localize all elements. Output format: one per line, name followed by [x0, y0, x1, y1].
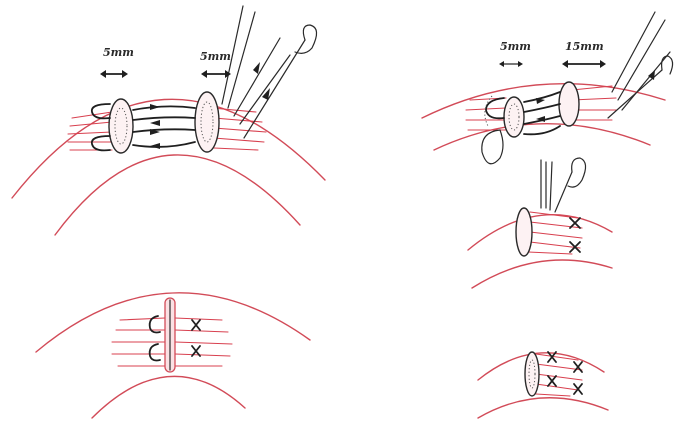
outer-arc: [12, 99, 325, 198]
inner-arc: [478, 398, 608, 418]
knot-marks: [192, 320, 200, 356]
left-stump-hatching: [466, 98, 506, 130]
inner-arc: [92, 376, 245, 418]
inner-arc: [434, 124, 650, 150]
panel-middle-right: [468, 158, 612, 288]
left-stump: [504, 97, 524, 137]
suture-threads: [608, 12, 673, 118]
right-stump-hatching: [212, 108, 266, 150]
stump: [525, 352, 539, 396]
panel-bottom-right: [478, 352, 608, 418]
label-right-gap: 5mm: [200, 50, 231, 63]
panel-top-left: 5mm 5mm: [12, 6, 325, 235]
outer-arc: [478, 353, 604, 380]
stump-hatching: [536, 354, 582, 396]
label-left-gap: 5mm: [500, 40, 531, 53]
sutures: [92, 104, 195, 150]
gap-arrows: [100, 70, 231, 78]
suture-threads: [222, 6, 317, 138]
gap-arrows: [499, 60, 606, 68]
inner-arc: [472, 260, 612, 288]
suture-threads: [541, 158, 586, 212]
outer-arc: [468, 215, 612, 250]
label-left-gap: 5mm: [103, 46, 134, 59]
panel-bottom-left: [36, 293, 310, 418]
right-stump: [559, 82, 579, 126]
panel-top-right: 5mm 15mm: [422, 12, 673, 164]
right-stump: [195, 92, 219, 152]
outer-arc: [422, 84, 665, 118]
left-stump: [109, 99, 133, 153]
inner-arc: [55, 155, 300, 235]
stump: [516, 208, 532, 256]
label-right-gap: 15mm: [565, 40, 604, 53]
